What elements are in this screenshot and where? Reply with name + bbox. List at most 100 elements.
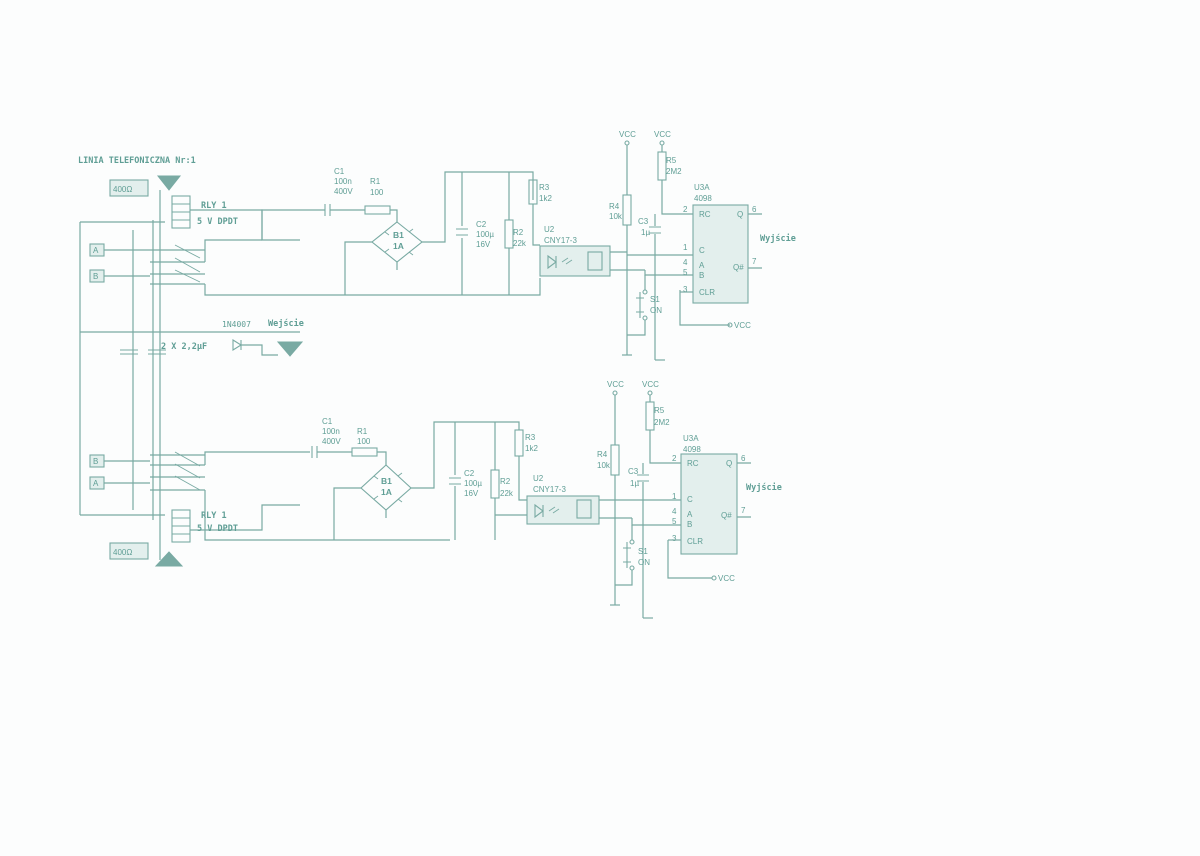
top-u3-num1: 1 (683, 243, 688, 252)
bottom-r3-name: R3 (525, 433, 536, 442)
top-u3-num7: 7 (752, 257, 757, 266)
top-r2-val: 22k (513, 239, 527, 248)
bottom-line-resistor (109, 542, 149, 560)
top-line-resistor-label: 400Ω (113, 185, 132, 194)
top-s1-name: S1 (650, 295, 660, 304)
top-u3-val: 4098 (694, 194, 712, 203)
bottom-u3-num6: 6 (741, 454, 746, 463)
bottom-resistor-r5 (645, 401, 655, 431)
top-u3-pin-q: Q (737, 210, 743, 219)
top-resistor-r1 (364, 205, 391, 215)
bottom-r1-val: 100 (357, 437, 371, 446)
bottom-c2-val1: 100µ (464, 479, 482, 488)
bottom-relay (150, 451, 300, 543)
bottom-r2-name: R2 (500, 477, 511, 486)
diode-1n4007 (232, 339, 243, 351)
bottom-r1-name: R1 (357, 427, 368, 436)
bottom-u3-num3: 3 (672, 534, 677, 543)
bottom-u3-num7: 7 (741, 506, 746, 515)
top-r4-name: R4 (609, 202, 620, 211)
bottom-relay-name: RLY 1 (201, 511, 227, 521)
bottom-resistor-r4 (610, 444, 620, 476)
bottom-relay-type: 5 V DPDT (197, 524, 238, 534)
bottom-terminal-b-label: B (93, 457, 98, 466)
top-u3-num3: 3 (683, 285, 688, 294)
bottom-c1-val2: 400V (322, 437, 341, 446)
bottom-terminal-a-label: A (93, 479, 99, 488)
top-r3-name: R3 (539, 183, 550, 192)
bottom-r2-val: 22k (500, 489, 514, 498)
bottom-u3-name: U3A (683, 434, 699, 443)
top-r5-val: 2M2 (666, 167, 682, 176)
bottom-capacitor-c1 (311, 446, 318, 458)
top-optocoupler-u2 (539, 245, 611, 277)
input-label: Wejście (268, 318, 304, 329)
top-u3-num4: 4 (683, 258, 688, 267)
top-u3-name: U3A (694, 183, 710, 192)
bottom-b1-val: 1A (381, 487, 392, 497)
top-u3-pin-a: A (699, 261, 705, 270)
bottom-u3-pin-qn: Q# (721, 511, 732, 520)
bottom-r5-name: R5 (654, 406, 665, 415)
top-u3-pin-rc: RC (699, 210, 711, 219)
top-relay-name: RLY 1 (201, 201, 227, 211)
top-u2-val: CNY17-3 (544, 236, 577, 245)
top-capacitor-c2 (456, 228, 468, 236)
bottom-ground-icon (154, 551, 184, 567)
top-r1-val: 100 (370, 188, 384, 197)
top-channel: 400Ω RLY 1 5 V DPDT A B C1 100n 400V R1 … (89, 130, 796, 361)
bottom-u3-pin-c: C (687, 495, 693, 504)
top-c1-val1: 100n (334, 177, 352, 186)
top-b1-name: B1 (393, 230, 404, 240)
top-line-resistor (109, 179, 149, 197)
telephone-line-rail (79, 190, 300, 560)
bottom-output-label: Wyjście (746, 482, 782, 493)
top-terminal-a-label: A (93, 246, 99, 255)
bottom-capacitor-c2 (449, 477, 461, 485)
bottom-channel: B A RLY 1 5 V DPDT 400Ω C1 100n 400V R1 … (89, 380, 782, 619)
bottom-u3-num2: 2 (672, 454, 677, 463)
bottom-c3-val: 1µ (630, 479, 639, 488)
top-u3-pin-clr: CLR (699, 288, 715, 297)
bottom-s1-name: S1 (638, 547, 648, 556)
top-r5-name: R5 (666, 156, 677, 165)
bottom-u3-pin-a: A (687, 510, 693, 519)
top-c1-val2: 400V (334, 187, 353, 196)
top-vcc-clr: VCC (734, 321, 751, 330)
bottom-optocoupler-u2 (526, 495, 600, 525)
top-relay-type: 5 V DPDT (197, 217, 238, 227)
bottom-u3-pin-clr: CLR (687, 537, 703, 546)
top-u3-num2: 2 (683, 205, 688, 214)
top-r1-name: R1 (370, 177, 381, 186)
top-vcc-r5: VCC (654, 130, 671, 139)
top-s1-val: ON (650, 306, 662, 315)
top-u3-pin-b: B (699, 271, 704, 280)
bottom-vcc-r5: VCC (642, 380, 659, 389)
bottom-r4-name: R4 (597, 450, 608, 459)
bottom-u3-num4: 4 (672, 507, 677, 516)
bottom-u2-name: U2 (533, 474, 544, 483)
bottom-vcc-clr: VCC (718, 574, 735, 583)
bottom-vcc-r4: VCC (607, 380, 624, 389)
top-ground-icon (156, 175, 182, 191)
top-r4-val: 10k (609, 212, 623, 221)
bottom-c3-name: C3 (628, 467, 639, 476)
bottom-r5-val: 2M2 (654, 418, 670, 427)
middle-input: 1N4007 Wejście 2 X 2,2µF (161, 318, 304, 357)
top-resistor-r5 (657, 151, 667, 181)
top-u3-pin-c: C (699, 246, 705, 255)
bottom-resistor-r1 (351, 447, 378, 457)
bottom-switch-s1 (623, 542, 631, 568)
bottom-c2-name: C2 (464, 469, 475, 478)
bottom-line-resistor-label: 400Ω (113, 548, 132, 557)
bottom-u3-pin-rc: RC (687, 459, 699, 468)
top-switch-s1 (636, 292, 644, 318)
top-r2-name: R2 (513, 228, 524, 237)
top-c1-name: C1 (334, 167, 345, 176)
top-r3-val: 1k2 (539, 194, 552, 203)
bottom-r3-val: 1k2 (525, 444, 538, 453)
top-capacitor-c1 (324, 204, 331, 216)
caps-label: 2 X 2,2µF (161, 342, 207, 352)
bottom-s1-val: ON (638, 558, 650, 567)
top-resistor-r2 (504, 219, 514, 249)
